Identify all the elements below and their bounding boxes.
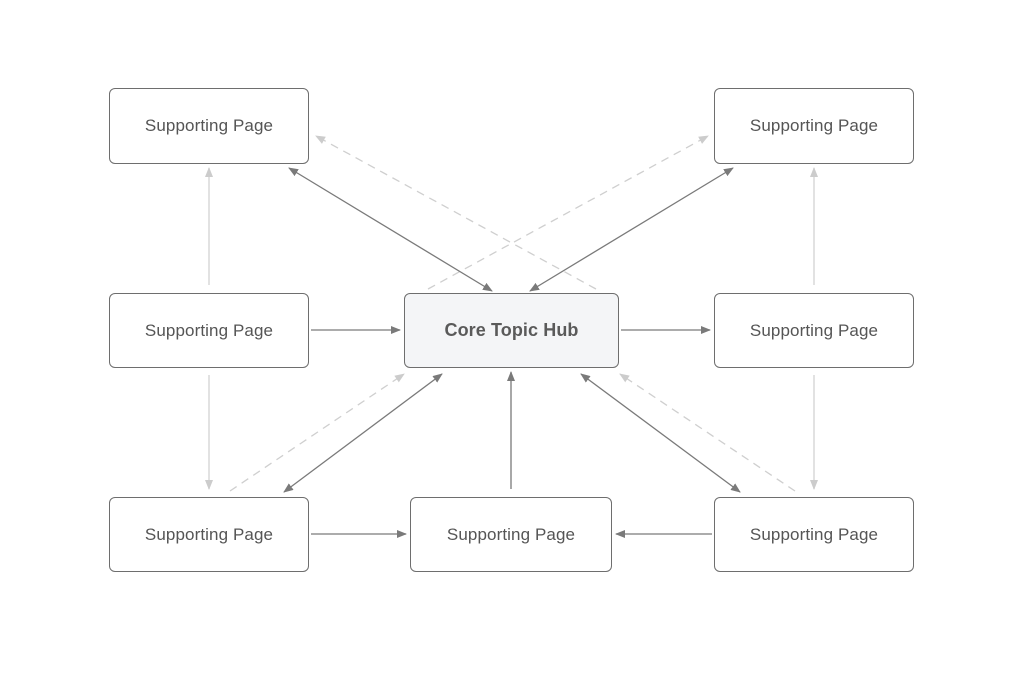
node-label: Supporting Page (144, 320, 274, 340)
link-hub-bottom-right (580, 373, 741, 493)
supporting-page-top-right[interactable]: Supporting Page (714, 88, 914, 164)
node-label: Supporting Page (749, 320, 879, 340)
dashed-link-bottom-left-to-hub (229, 373, 405, 492)
supporting-page-bottom-middle[interactable]: Supporting Page (410, 497, 612, 572)
link-hub-bottom-left (283, 373, 443, 493)
dashed-link-bottom-right-to-hub (619, 373, 796, 492)
node-label: Supporting Page (749, 116, 879, 135)
node-label: Supporting Page (749, 524, 879, 544)
hub-label: Core Topic Hub (444, 320, 579, 340)
supporting-page-bottom-left[interactable]: Supporting Page (109, 497, 309, 572)
supporting-page-middle-right[interactable]: Supporting Page (714, 293, 914, 368)
node-label: Supporting Page (144, 524, 274, 544)
dashed-link-hub-to-top-left (315, 135, 597, 290)
supporting-page-top-left[interactable]: Supporting Page (109, 88, 309, 164)
link-hub-top-right (529, 167, 734, 292)
node-label: Supporting Page (446, 524, 576, 544)
node-label: Supporting Page (144, 116, 274, 135)
supporting-page-middle-left[interactable]: Supporting Page (109, 293, 309, 368)
link-hub-top-left (288, 167, 493, 292)
supporting-page-bottom-right[interactable]: Supporting Page (714, 497, 914, 572)
dashed-link-hub-to-top-right (427, 135, 709, 290)
core-topic-hub[interactable]: Core Topic Hub (404, 293, 619, 368)
